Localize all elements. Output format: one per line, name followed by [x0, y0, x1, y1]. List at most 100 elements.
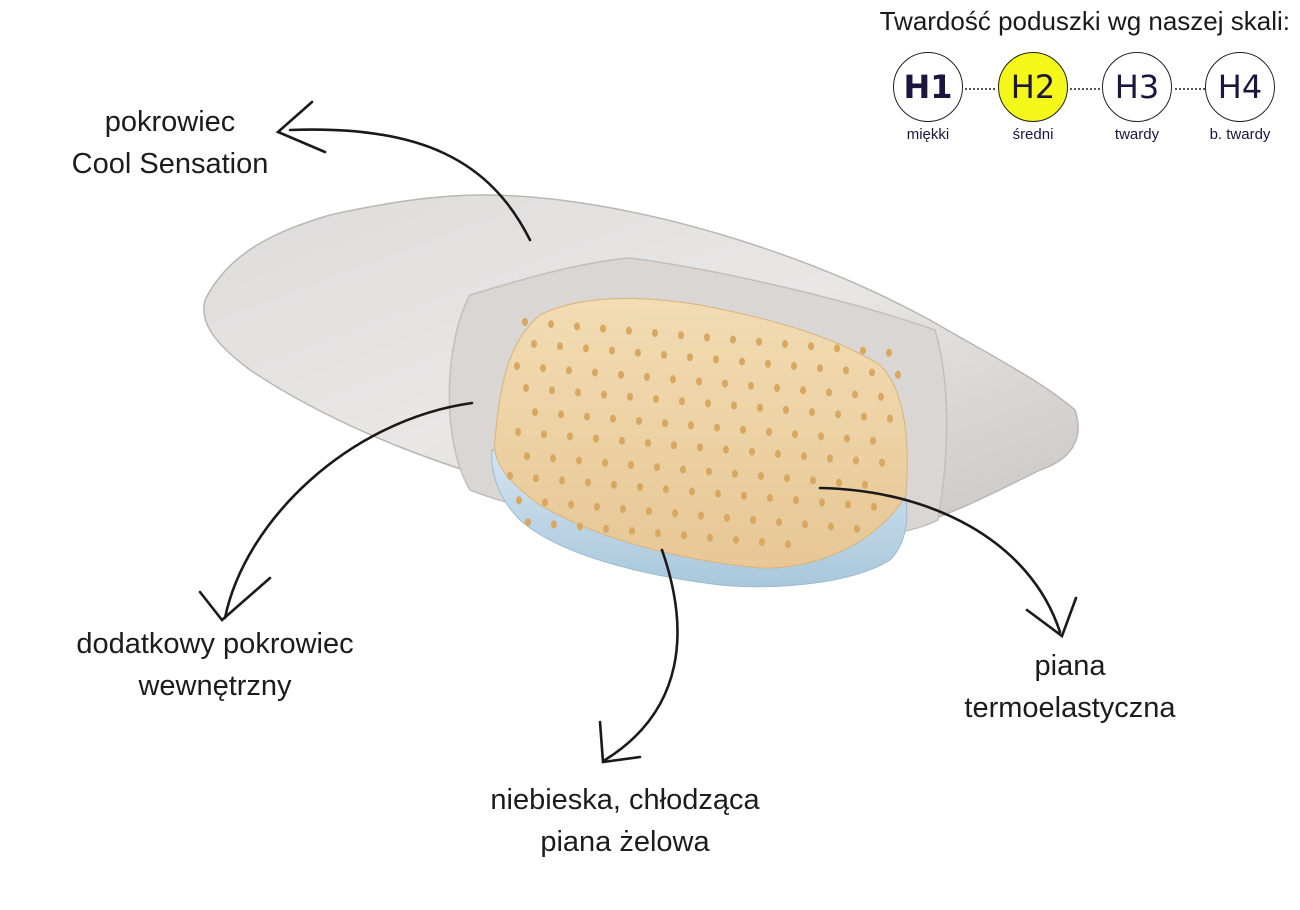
scale-item-h2: H2 średni — [983, 52, 1083, 143]
foam-hole — [540, 364, 546, 373]
foam-hole — [809, 408, 815, 417]
foam-hole — [672, 509, 678, 518]
foam-hole — [697, 443, 703, 452]
foam-hole — [594, 502, 600, 511]
label-memory-foam-line2: termoelastyczna — [964, 692, 1176, 724]
scale-connector — [1175, 88, 1205, 90]
foam-hole — [854, 524, 860, 533]
foam-hole — [525, 518, 531, 527]
foam-hole — [574, 322, 580, 331]
foam-hole — [542, 498, 548, 507]
foam-hole — [819, 498, 825, 507]
foam-hole — [611, 480, 617, 489]
foam-hole — [601, 390, 607, 399]
foam-hole — [687, 353, 693, 362]
foam-hole — [792, 430, 798, 439]
foam-hole — [602, 458, 608, 467]
foam-hole — [550, 454, 556, 463]
foam-hole — [653, 395, 659, 403]
foam-hole — [836, 478, 842, 487]
foam-hole — [775, 450, 781, 458]
label-cover-line2: Cool Sensation — [71, 148, 269, 180]
foam-hole — [800, 386, 806, 395]
foam-hole — [549, 386, 555, 395]
foam-hole — [627, 392, 633, 401]
foam-hole — [661, 351, 667, 359]
scale-item-h3: H3 twardy — [1087, 52, 1187, 143]
foam-hole — [748, 381, 754, 390]
foam-hole — [515, 428, 521, 436]
arrow-cover — [288, 128, 532, 242]
foam-hole — [827, 454, 833, 463]
foam-hole — [681, 531, 687, 540]
foam-hole — [707, 533, 713, 542]
foam-hole — [523, 384, 529, 392]
foam-hole — [843, 366, 849, 375]
foam-hole — [704, 333, 710, 342]
arrow-memory-foam-head — [1025, 596, 1078, 639]
foam-hole — [620, 505, 626, 513]
foam-hole — [731, 401, 737, 410]
foam-hole — [802, 520, 808, 529]
foam-hole — [522, 318, 528, 326]
foam-hole — [652, 329, 658, 337]
scale-desc: b. twardy — [1209, 126, 1271, 143]
foam-hole — [662, 419, 668, 428]
label-gel-foam-line2: piana żelowa — [540, 826, 710, 858]
foam-hole — [835, 410, 841, 419]
foam-hole — [887, 414, 893, 423]
foam-hole — [524, 452, 530, 461]
label-memory-foam-line1: piana — [1034, 650, 1106, 682]
foam-hole — [696, 377, 702, 386]
foam-hole — [756, 337, 762, 346]
foam-hole — [558, 410, 564, 419]
foam-hole — [619, 436, 625, 445]
scale-desc: średni — [1012, 126, 1054, 143]
foam-hole — [749, 447, 755, 456]
foam-hole — [793, 496, 799, 505]
foam-hole — [862, 480, 868, 489]
foam-hole — [791, 362, 797, 370]
label-gel-foam: niebieska, chłodząca piana żelowa — [440, 779, 810, 863]
foam-hole — [584, 412, 590, 421]
foam-hole — [844, 434, 850, 443]
foam-hole — [724, 513, 730, 522]
foam-hole — [878, 392, 884, 401]
foam-hole — [886, 348, 892, 357]
foam-hole — [785, 540, 791, 549]
foam-hole — [826, 388, 832, 397]
foam-hole — [870, 436, 876, 445]
foam-hole — [782, 340, 788, 348]
foam-hole — [834, 344, 840, 353]
arrow-memory-foam — [818, 486, 1062, 634]
foam-hole — [576, 456, 582, 465]
foam-hole — [557, 342, 563, 351]
foam-hole — [817, 364, 823, 373]
foam-hole — [678, 331, 684, 340]
foam-hole — [808, 342, 814, 351]
scale-connector — [1070, 88, 1100, 90]
foam-hole — [750, 516, 756, 524]
foam-hole — [592, 368, 598, 377]
foam-hole — [828, 522, 834, 531]
foam-hole — [531, 340, 537, 348]
foam-hole — [810, 476, 816, 485]
scale-item-h1: H1 miękki — [878, 52, 978, 143]
scale-badge: H4 — [1205, 52, 1275, 122]
foam-hole — [730, 335, 736, 344]
arrow-inner-cover-head — [198, 576, 272, 622]
foam-hole — [645, 439, 651, 447]
foam-hole — [733, 535, 739, 544]
foam-hole — [767, 494, 773, 502]
foam-hole — [723, 445, 729, 454]
label-cover-line1: pokrowiec — [104, 106, 236, 138]
foam-hole — [845, 500, 851, 509]
scale-desc: miękki — [906, 126, 950, 143]
foam-hole — [646, 507, 652, 516]
foam-hole — [635, 348, 641, 357]
foam-hole — [871, 502, 877, 511]
foam-hole — [722, 379, 728, 388]
foam-hole — [559, 476, 565, 485]
foam-hole — [776, 518, 782, 527]
